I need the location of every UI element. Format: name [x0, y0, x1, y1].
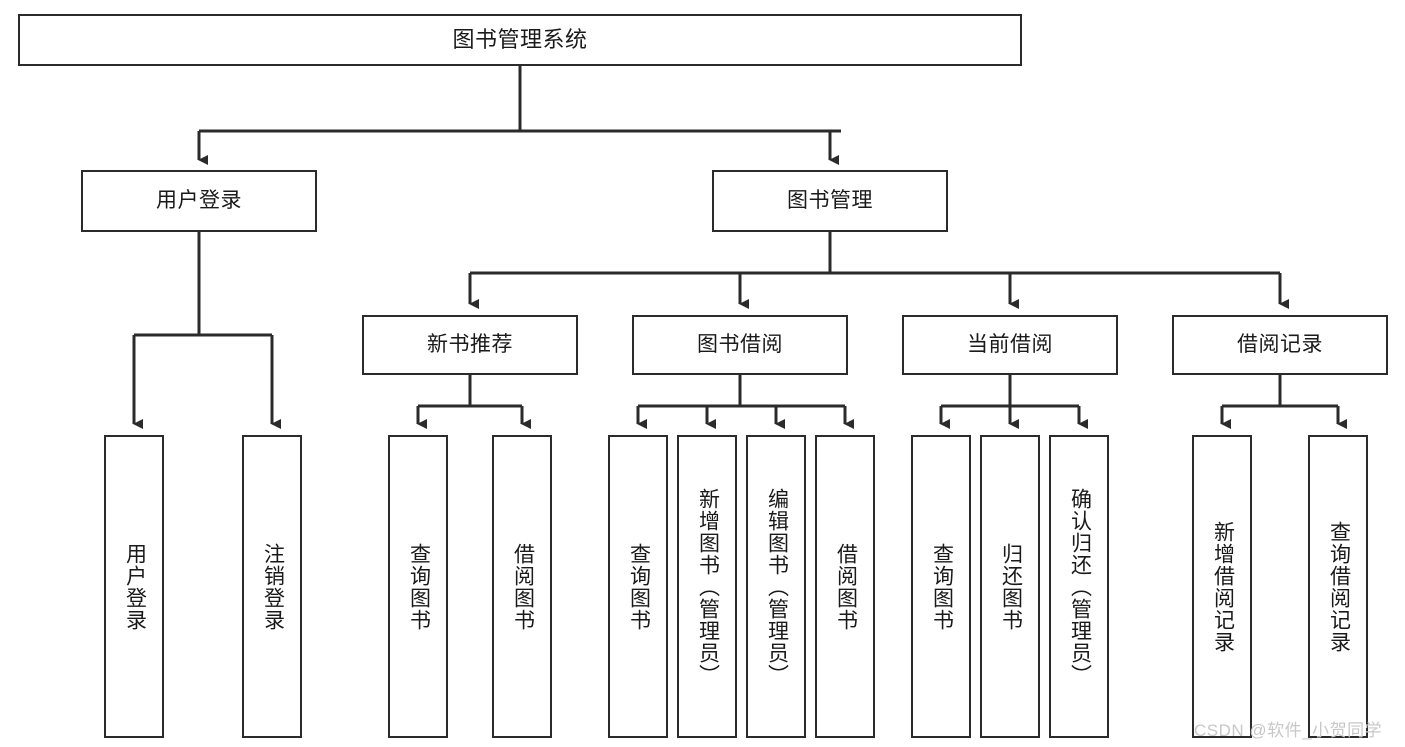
node-current-borrow-label: 当前借阅: [967, 333, 1053, 357]
leaf-query-book-current[interactable]: 查询图书: [911, 435, 971, 738]
node-book-management-label: 图书管理: [787, 189, 873, 213]
leaf-user-login-label: 用户登录: [123, 542, 147, 631]
node-current-borrow[interactable]: 当前借阅: [902, 315, 1118, 375]
leaf-logout[interactable]: 注销登录: [242, 435, 302, 738]
leaf-borrow-book-label: 借阅图书: [834, 542, 858, 631]
node-new-book-recommend[interactable]: 新书推荐: [362, 315, 578, 375]
leaf-add-borrow-record-label: 新增借阅记录: [1211, 520, 1235, 653]
edges-records: [1220, 375, 1347, 429]
edges-book-management: [468, 232, 1289, 309]
leaf-query-borrow-record-label: 查询借阅记录: [1327, 520, 1351, 653]
leaf-return-book-label: 归还图书: [999, 542, 1023, 631]
leaf-borrow-book-recommend-label: 借阅图书: [511, 542, 535, 631]
node-borrow-records[interactable]: 借阅记录: [1172, 315, 1388, 375]
leaf-query-book-recommend[interactable]: 查询图书: [388, 435, 448, 738]
leaf-edit-book-admin-label: 编辑图书（管理员）: [765, 487, 789, 686]
node-root[interactable]: 图书管理系统: [18, 14, 1022, 66]
edges-current: [939, 375, 1088, 429]
leaf-user-login[interactable]: 用户登录: [104, 435, 164, 738]
edges-user-login: [132, 232, 281, 429]
node-user-login[interactable]: 用户登录: [81, 170, 317, 232]
edges-borrow: [636, 375, 854, 429]
leaf-query-book-recommend-label: 查询图书: [407, 542, 431, 631]
leaf-confirm-return-admin-label: 确认归还（管理员）: [1068, 487, 1092, 686]
leaf-query-book-current-label: 查询图书: [930, 542, 954, 631]
leaf-confirm-return-admin[interactable]: 确认归还（管理员）: [1049, 435, 1109, 738]
leaf-logout-label: 注销登录: [261, 542, 285, 631]
leaf-add-book-admin[interactable]: 新增图书（管理员）: [677, 435, 737, 738]
edges-new-book: [416, 375, 531, 429]
leaf-borrow-book-recommend[interactable]: 借阅图书: [492, 435, 552, 738]
node-borrow-records-label: 借阅记录: [1237, 333, 1323, 357]
node-book-management[interactable]: 图书管理: [712, 170, 948, 232]
node-book-borrow-label: 图书借阅: [697, 333, 783, 357]
leaf-borrow-book[interactable]: 借阅图书: [815, 435, 875, 738]
leaf-edit-book-admin[interactable]: 编辑图书（管理员）: [746, 435, 806, 738]
leaf-add-book-admin-label: 新增图书（管理员）: [696, 487, 720, 686]
edges-root: [197, 66, 841, 165]
leaf-query-book-borrow-label: 查询图书: [627, 542, 651, 631]
leaf-add-borrow-record[interactable]: 新增借阅记录: [1192, 435, 1252, 738]
node-new-book-recommend-label: 新书推荐: [427, 333, 513, 357]
leaf-query-borrow-record[interactable]: 查询借阅记录: [1308, 435, 1368, 738]
node-user-login-label: 用户登录: [156, 189, 242, 213]
node-root-label: 图书管理系统: [452, 26, 588, 52]
node-book-borrow[interactable]: 图书借阅: [632, 315, 848, 375]
leaf-return-book[interactable]: 归还图书: [980, 435, 1040, 738]
leaf-query-book-borrow[interactable]: 查询图书: [608, 435, 668, 738]
